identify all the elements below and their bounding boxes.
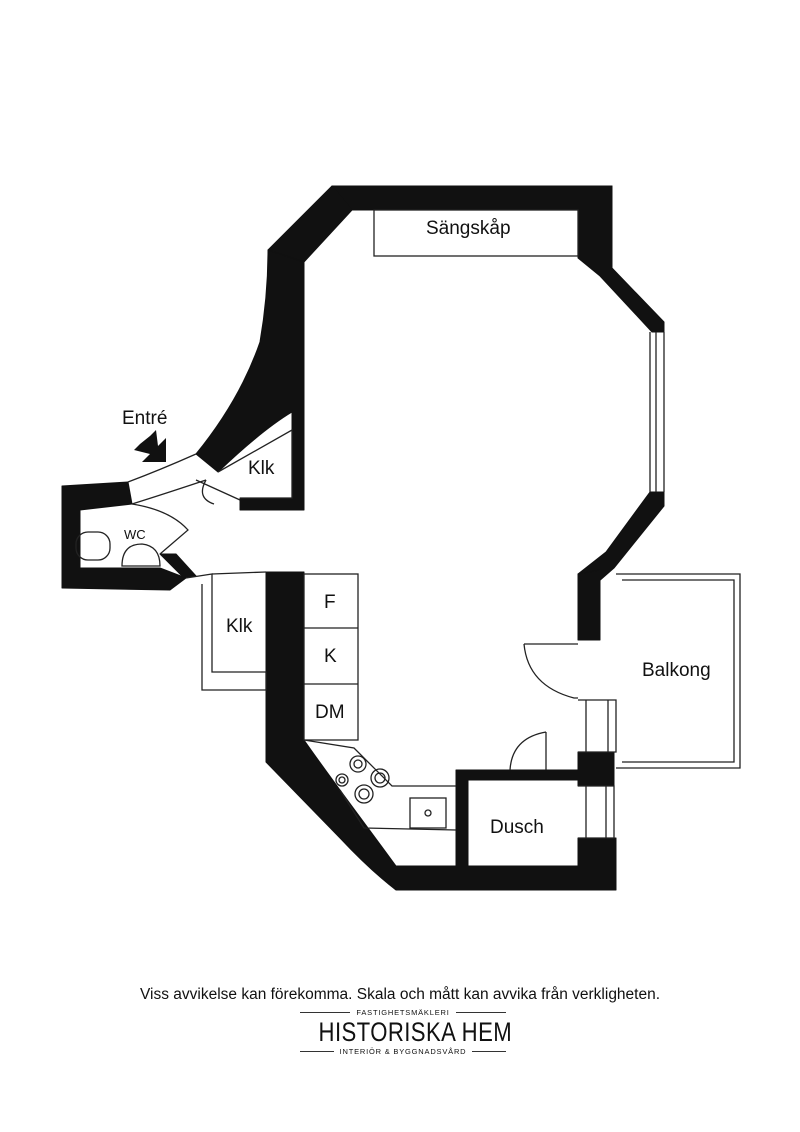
right-window	[649, 332, 665, 492]
logo-bottom-row: INTERIÖR & BYGGNADSVÅRD	[300, 1047, 507, 1056]
wall-upper-left-diagonal	[267, 185, 353, 263]
entry-passage	[127, 453, 207, 505]
walls	[61, 185, 665, 891]
balcony-door-glass	[578, 699, 617, 753]
toilet	[75, 531, 111, 561]
stove	[335, 755, 390, 804]
wall-kitchen-left	[265, 571, 617, 891]
wall-shower-top	[455, 769, 579, 867]
wall-wc-left	[61, 481, 187, 591]
logo-rule	[300, 1051, 334, 1052]
lower-closet-inner	[211, 571, 267, 575]
shower-door-swing	[509, 731, 547, 771]
burner	[335, 773, 349, 787]
logo-rule	[472, 1051, 507, 1052]
wc-sink	[121, 543, 161, 567]
label-klk-upper: Klk	[248, 458, 275, 479]
appliance-dividers	[304, 627, 358, 685]
logo-brand: HISTORISKA HEM	[318, 1017, 513, 1047]
balcony-outline	[616, 573, 741, 769]
label-freezer: K	[324, 646, 337, 667]
label-balkong: Balkong	[642, 660, 711, 681]
burner	[358, 788, 370, 800]
wall-left-curve	[195, 249, 305, 473]
disclaimer-text: Viss avvikelse kan förekomma. Skala och …	[139, 986, 661, 1003]
balcony-door-swing	[523, 643, 578, 699]
wc-door-swing	[131, 503, 189, 555]
label-wc: WC	[124, 527, 146, 542]
thin-lines	[75, 209, 741, 839]
entry-door-swing	[195, 479, 241, 505]
kitchen-counter	[303, 739, 457, 831]
label-klk-lower: Klk	[226, 616, 253, 637]
burner	[353, 759, 363, 769]
logo-top-line: FASTIGHETSMÄKLERI	[356, 1008, 450, 1017]
wall-shower-right	[577, 751, 615, 787]
label-entre: Entré	[122, 408, 168, 429]
label-dishwasher: DM	[315, 702, 345, 723]
appliance-column	[303, 573, 359, 741]
wall-right-jamb	[577, 569, 601, 641]
label-fridge: F	[324, 592, 336, 613]
wall-top	[331, 185, 613, 211]
label-sangskap: Sängskåp	[426, 218, 511, 239]
burner	[370, 768, 390, 788]
logo-rule	[300, 1012, 351, 1013]
wall-upper-right	[577, 185, 665, 333]
burner	[338, 776, 346, 784]
bed-closet	[373, 209, 579, 257]
logo-rule	[455, 1012, 507, 1013]
logo-top-row: FASTIGHETSMÄKLERI	[300, 1008, 507, 1017]
label-dusch: Dusch	[490, 817, 544, 838]
logo-bottom-line: INTERIÖR & BYGGNADSVÅRD	[339, 1047, 467, 1056]
shower-window	[578, 785, 615, 839]
upper-closet-outline	[217, 428, 293, 499]
entry-arrow-icon	[134, 430, 166, 462]
burner	[349, 755, 367, 773]
wall-right-diagonal	[577, 491, 665, 583]
historiska-hem-logo: FASTIGHETSMÄKLERI HISTORISKA HEM INTERIÖ…	[300, 1008, 513, 1056]
burner	[374, 772, 386, 784]
burner	[354, 784, 374, 804]
kitchen-sink	[409, 797, 447, 829]
sink-drain	[424, 809, 432, 817]
